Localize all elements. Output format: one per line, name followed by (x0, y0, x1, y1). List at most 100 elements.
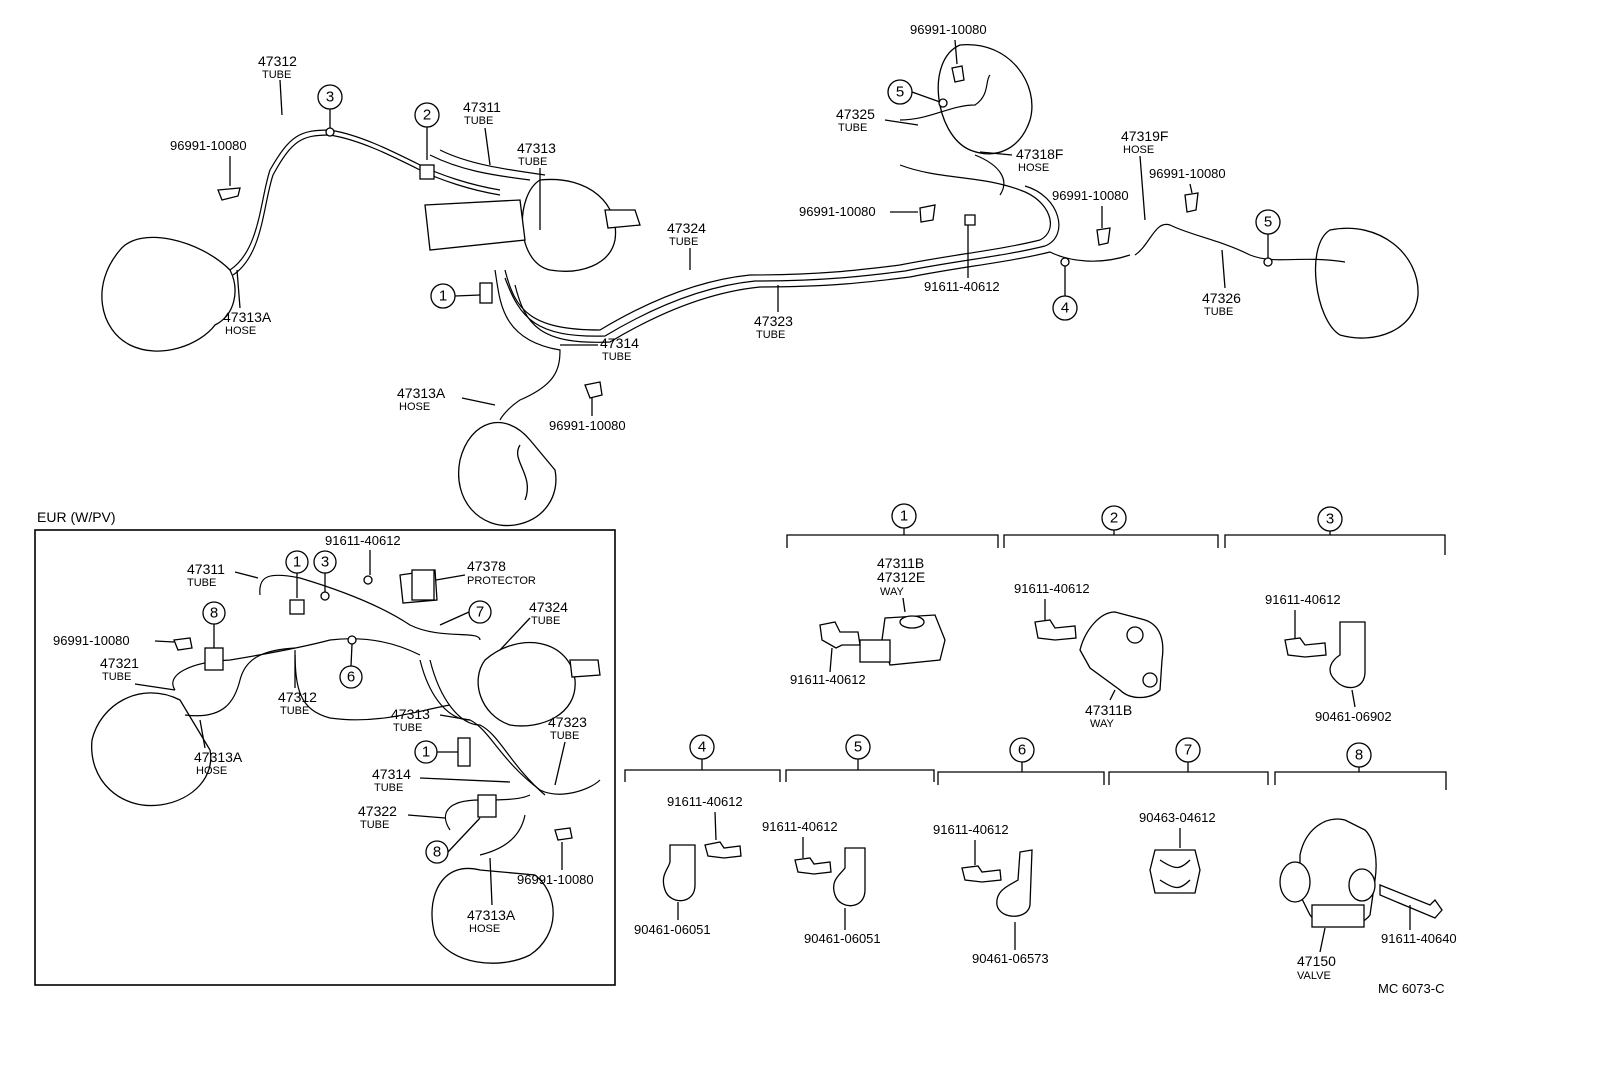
svg-text:4: 4 (698, 739, 706, 756)
svg-text:HOSE: HOSE (225, 325, 256, 337)
svg-text:90461-06573: 90461-06573 (972, 951, 1049, 966)
right-brake-drum (1314, 227, 1419, 339)
detail-4-bolt (704, 841, 742, 859)
eur-label-clip-1: 96991-10080 (53, 633, 130, 648)
svg-text:TUBE: TUBE (262, 69, 291, 81)
eur-callout-8-top: 8 (202, 601, 226, 648)
detail-2: 2 91611-40612 47311B WAY (1003, 505, 1219, 730)
detail-1: 1 47311B 47312E WAY 91611-40612 (786, 503, 999, 687)
detail-4: 4 91611-40612 90461-06051 (624, 734, 781, 937)
eur-label-clip-2: 96991-10080 (517, 872, 594, 887)
svg-text:TUBE: TUBE (1204, 306, 1233, 318)
eur-callout-1-top: 1 (285, 550, 309, 598)
eur-label-47378: 47378 (467, 558, 506, 574)
label-clip-main-5: 96991-10080 (1052, 188, 1129, 203)
callout-3-main: 3 (317, 84, 343, 128)
detail-3-clamp (1329, 621, 1366, 689)
eur-label-47322: 47322 (358, 803, 397, 819)
svg-text:PROTECTOR: PROTECTOR (467, 575, 536, 587)
detail-3-bolt (1284, 637, 1327, 658)
label-clip-main-3: 96991-10080 (910, 22, 987, 37)
svg-text:8: 8 (1355, 747, 1363, 764)
detail-5: 5 91611-40612 90461-06051 (762, 734, 935, 946)
detail-5-clamp (833, 847, 866, 907)
eur-label-47312: 47312 (278, 689, 317, 705)
label-clip-main-1: 96991-10080 (170, 138, 247, 153)
label-clip-main-4: 96991-10080 (799, 204, 876, 219)
label-bolt-main: 91611-40612 (924, 279, 1000, 294)
main-diagram: 3 2 1 5 4 5 47312 TUBE (101, 22, 1419, 527)
detail-7-clip (1149, 849, 1201, 894)
svg-text:TUBE: TUBE (374, 782, 403, 794)
svg-text:2: 2 (1110, 510, 1118, 527)
svg-text:5: 5 (1264, 214, 1272, 231)
svg-text:90463-04612: 90463-04612 (1139, 810, 1216, 825)
callout-2-main: 2 (414, 102, 440, 160)
svg-text:91611-40612: 91611-40612 (790, 672, 866, 687)
detail-8: 8 47150 VALVE 91611-40640 (1274, 742, 1457, 982)
svg-text:TUBE: TUBE (280, 705, 309, 717)
label-47313A-left: 47313A (223, 309, 272, 325)
callout-5-main-right: 5 (1255, 209, 1281, 258)
footer-code: MC 6073-C (1378, 981, 1444, 996)
svg-text:TUBE: TUBE (602, 351, 631, 363)
callout-4-main: 4 (1052, 266, 1078, 321)
svg-text:VALVE: VALVE (1297, 970, 1331, 982)
eur-label-47313A-front: 47313A (467, 907, 516, 923)
label-47312: 47312 (258, 53, 297, 69)
svg-text:90461-06051: 90461-06051 (634, 922, 711, 937)
svg-text:HOSE: HOSE (196, 765, 227, 777)
svg-text:6: 6 (347, 669, 355, 686)
label-47314: 47314 (600, 335, 639, 351)
svg-text:91611-40640: 91611-40640 (1381, 931, 1457, 946)
label-47311: 47311 (463, 99, 501, 115)
svg-text:90461-06902: 90461-06902 (1315, 709, 1392, 724)
svg-text:TUBE: TUBE (756, 329, 785, 341)
eur-label-47313A-left: 47313A (194, 749, 243, 765)
svg-text:91611-40612: 91611-40612 (933, 822, 1009, 837)
svg-text:TUBE: TUBE (360, 819, 389, 831)
detail-1-bolt (819, 621, 861, 649)
eur-callout-3: 3 (313, 550, 337, 592)
svg-text:1: 1 (439, 288, 447, 305)
svg-text:WAY: WAY (880, 586, 904, 598)
svg-text:HOSE: HOSE (469, 923, 500, 935)
label-47319F: 47319F (1121, 128, 1168, 144)
svg-text:91611-40612: 91611-40612 (762, 819, 838, 834)
label-clip-main-2: 96991-10080 (549, 418, 626, 433)
svg-text:TUBE: TUBE (102, 671, 131, 683)
svg-text:5: 5 (854, 739, 862, 756)
svg-text:8: 8 (433, 844, 441, 861)
front-brake-drum (458, 422, 557, 527)
svg-text:HOSE: HOSE (399, 401, 430, 413)
brake-booster (521, 178, 617, 272)
svg-text:5: 5 (896, 84, 904, 101)
svg-text:TUBE: TUBE (464, 115, 493, 127)
svg-text:TUBE: TUBE (838, 122, 867, 134)
svg-text:7: 7 (1184, 742, 1192, 759)
detail-4-clamp (662, 844, 696, 902)
label-47313-main: 47313 (517, 140, 556, 156)
svg-text:TUBE: TUBE (187, 577, 216, 589)
eur-label-47321: 47321 (100, 655, 139, 671)
callout-1-main: 1 (430, 283, 481, 309)
detail-6-clamp (996, 849, 1033, 917)
eur-label-47313: 47313 (391, 706, 430, 722)
label-clip-main-6: 96991-10080 (1149, 166, 1226, 181)
eur-title: EUR (W/PV) (37, 509, 116, 525)
svg-text:4: 4 (1061, 300, 1069, 317)
svg-text:7: 7 (476, 604, 484, 621)
label-47325: 47325 (836, 106, 875, 122)
svg-text:2: 2 (423, 107, 431, 124)
eur-label-47323: 47323 (548, 714, 587, 730)
eur-frame (34, 529, 616, 986)
svg-text:8: 8 (210, 605, 218, 622)
label-47324: 47324 (667, 220, 706, 236)
eur-callout-1-mid: 1 (414, 740, 458, 764)
svg-text:47150: 47150 (1297, 953, 1336, 969)
svg-text:HOSE: HOSE (1123, 144, 1154, 156)
left-brake-drum (101, 236, 236, 352)
svg-text:6: 6 (1018, 742, 1026, 759)
svg-text:47311B: 47311B (877, 555, 924, 571)
